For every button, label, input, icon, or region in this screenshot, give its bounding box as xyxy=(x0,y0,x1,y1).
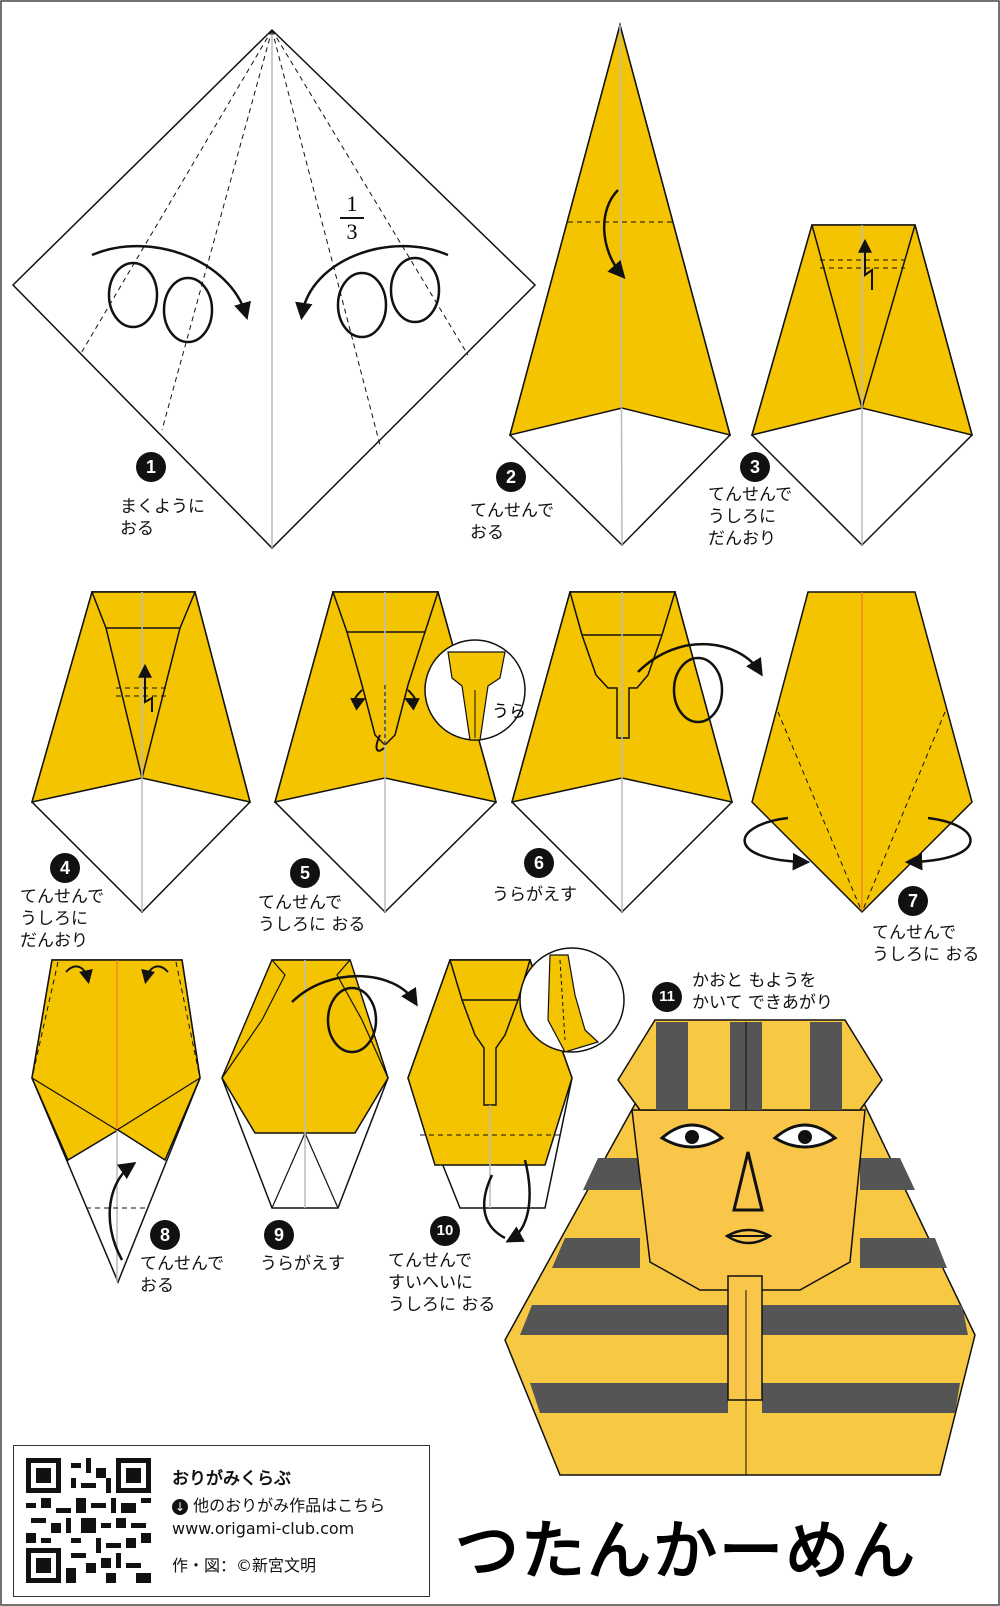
step-caption-9: うらがえす xyxy=(260,1254,345,1274)
website-url[interactable]: www.origami-club.com xyxy=(172,1519,355,1538)
step-caption-11: かおと もようを かいて できあがり xyxy=(692,971,833,1013)
step-1-diagram xyxy=(11,28,537,550)
step-7-diagram xyxy=(743,591,973,914)
eye-left xyxy=(659,1123,725,1149)
step-caption-10: てんせんで すいへいに うしろに おる xyxy=(388,1251,496,1315)
eye-right xyxy=(772,1123,838,1149)
step-10-diagram xyxy=(407,947,625,1243)
step-caption-6: うらがえす xyxy=(492,885,577,905)
step-number-3: 3 xyxy=(740,452,770,482)
step-number-11: 11 xyxy=(652,982,682,1012)
step-caption-1: まくように おる xyxy=(120,497,205,539)
step-number-6: 6 xyxy=(524,848,554,878)
step-caption-7: てんせんで うしろに おる xyxy=(872,923,980,965)
more-origami-link[interactable]: ↓ 他のおりがみ作品はこちら xyxy=(172,1492,385,1516)
club-name: おりがみくらぶ xyxy=(172,1469,291,1489)
fraction-denominator: 3 xyxy=(346,219,358,244)
step-caption-3: てんせんで うしろに だんおり xyxy=(708,485,793,549)
step-11-pharaoh-face xyxy=(504,1019,976,1476)
arrow-down-circle-icon: ↓ xyxy=(172,1498,188,1515)
info-box: おりがみくらぶ ↓ 他のおりがみ作品はこちら www.origami-club.… xyxy=(13,1445,430,1597)
step-9-diagram xyxy=(221,958,418,1209)
step-caption-2: てんせんで おる xyxy=(470,501,555,543)
step-8-diagram xyxy=(31,959,201,1284)
step-5-diagram xyxy=(273,591,526,914)
more-origami-label: 他のおりがみ作品はこちら xyxy=(193,1496,386,1515)
step-number-7: 7 xyxy=(898,886,928,916)
step-caption-4: てんせんで うしろに だんおり xyxy=(20,887,105,951)
fraction-bar xyxy=(340,217,364,219)
page-title: つたんかーめん xyxy=(455,1515,917,1589)
step-6-diagram xyxy=(510,591,763,914)
step-number-8: 8 xyxy=(150,1220,180,1250)
step-caption-5: てんせんで うしろに おる xyxy=(258,893,366,935)
step-number-2: 2 xyxy=(496,462,526,492)
step-caption-8: てんせんで おる xyxy=(140,1254,225,1296)
fraction-label: 1 3 xyxy=(340,192,364,244)
step-number-9: 9 xyxy=(264,1220,294,1250)
credit-line: 作・図：©新宮文明 xyxy=(172,1556,317,1575)
step-number-4: 4 xyxy=(50,853,80,883)
step-4-diagram xyxy=(30,591,252,914)
step-3-diagram xyxy=(750,224,974,547)
step-number-10: 10 xyxy=(430,1216,460,1246)
fraction-numerator: 1 xyxy=(346,191,358,216)
step-2-diagram xyxy=(508,22,732,547)
qr-code[interactable] xyxy=(26,1458,151,1583)
detail-label-back: うら xyxy=(492,702,526,722)
step-number-5: 5 xyxy=(290,858,320,888)
step-number-1: 1 xyxy=(136,452,166,482)
